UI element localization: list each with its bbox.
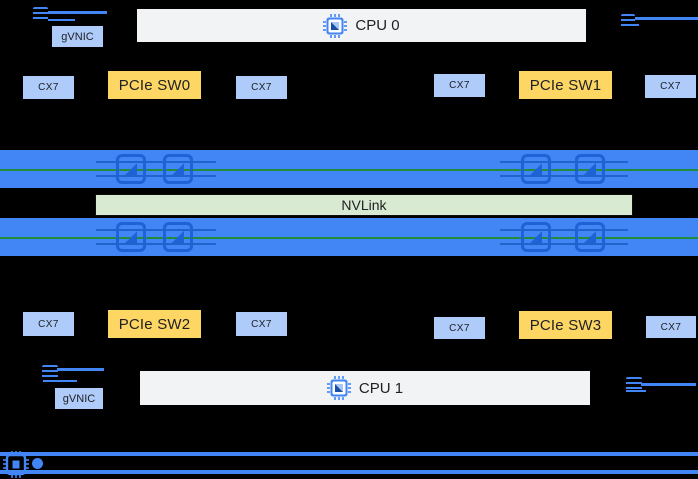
bullet-dot <box>32 458 43 469</box>
cpu1-node: CPU 1 <box>140 371 590 405</box>
pcie-trace-line <box>500 161 628 163</box>
pcie-trace-line <box>500 175 628 177</box>
gpu-chip-icon <box>116 222 146 252</box>
cx7-node: CX7 <box>236 312 287 336</box>
cpu0-label: CPU 0 <box>355 17 400 34</box>
pcie-trace-line <box>96 229 216 231</box>
pcie-sw1-node: PCIe SW1 <box>519 71 612 99</box>
chip-icon <box>3 451 29 478</box>
network-line <box>641 383 696 386</box>
gpu-bar-top <box>0 150 698 188</box>
gpu-chip-icon <box>575 222 605 252</box>
pcie-sw3-node: PCIe SW3 <box>519 311 612 339</box>
pcie-trace-line <box>500 229 628 231</box>
gpu-chip-icon <box>575 154 605 184</box>
gpu-bar-bottom <box>0 218 698 256</box>
gvnic-node: gVNIC <box>52 26 103 47</box>
gpu-chip-icon <box>521 154 551 184</box>
nic-icon <box>42 365 58 378</box>
nvlink-rail-line <box>0 237 698 239</box>
pcie-trace-line <box>96 243 216 245</box>
gvnic-node: gVNIC <box>55 388 103 409</box>
nic-icon <box>33 7 48 21</box>
pcie-trace-line <box>96 161 216 163</box>
gpu-chip-icon <box>163 154 193 184</box>
cpu-chip-icon <box>323 13 348 38</box>
gpu-chip-icon <box>521 222 551 252</box>
container-border-bottom-strip <box>0 470 698 474</box>
cx7-node: CX7 <box>646 316 696 338</box>
cx7-node: CX7 <box>23 76 74 99</box>
network-line-stub <box>48 19 75 21</box>
cx7-node: CX7 <box>434 74 485 97</box>
cx7-node: CX7 <box>236 76 287 99</box>
nic-icon <box>626 377 642 391</box>
cpu0-node: CPU 0 <box>137 9 586 42</box>
network-line-stub <box>43 380 77 382</box>
network-line <box>57 368 104 371</box>
pcie-sw0-node: PCIe SW0 <box>108 71 201 99</box>
container-border-top-strip <box>0 452 698 456</box>
pcie-sw2-node: PCIe SW2 <box>108 310 201 338</box>
gpu-chip-icon <box>116 154 146 184</box>
cx7-node: CX7 <box>645 75 696 98</box>
pcie-trace-line <box>500 243 628 245</box>
cx7-node: CX7 <box>23 312 74 336</box>
nic-icon <box>621 14 635 27</box>
nvlink-node: NVLink <box>95 194 633 216</box>
cpu-chip-icon <box>326 376 351 400</box>
network-line-stub <box>626 390 646 392</box>
nvlink-rail-line <box>0 169 698 171</box>
cx7-node: CX7 <box>434 317 485 339</box>
cpu1-label: CPU 1 <box>358 379 404 397</box>
network-line <box>48 11 107 14</box>
gpu-chip-icon <box>163 222 193 252</box>
network-line-stub <box>621 24 639 26</box>
network-line <box>635 17 698 20</box>
pcie-trace-line <box>96 175 216 177</box>
